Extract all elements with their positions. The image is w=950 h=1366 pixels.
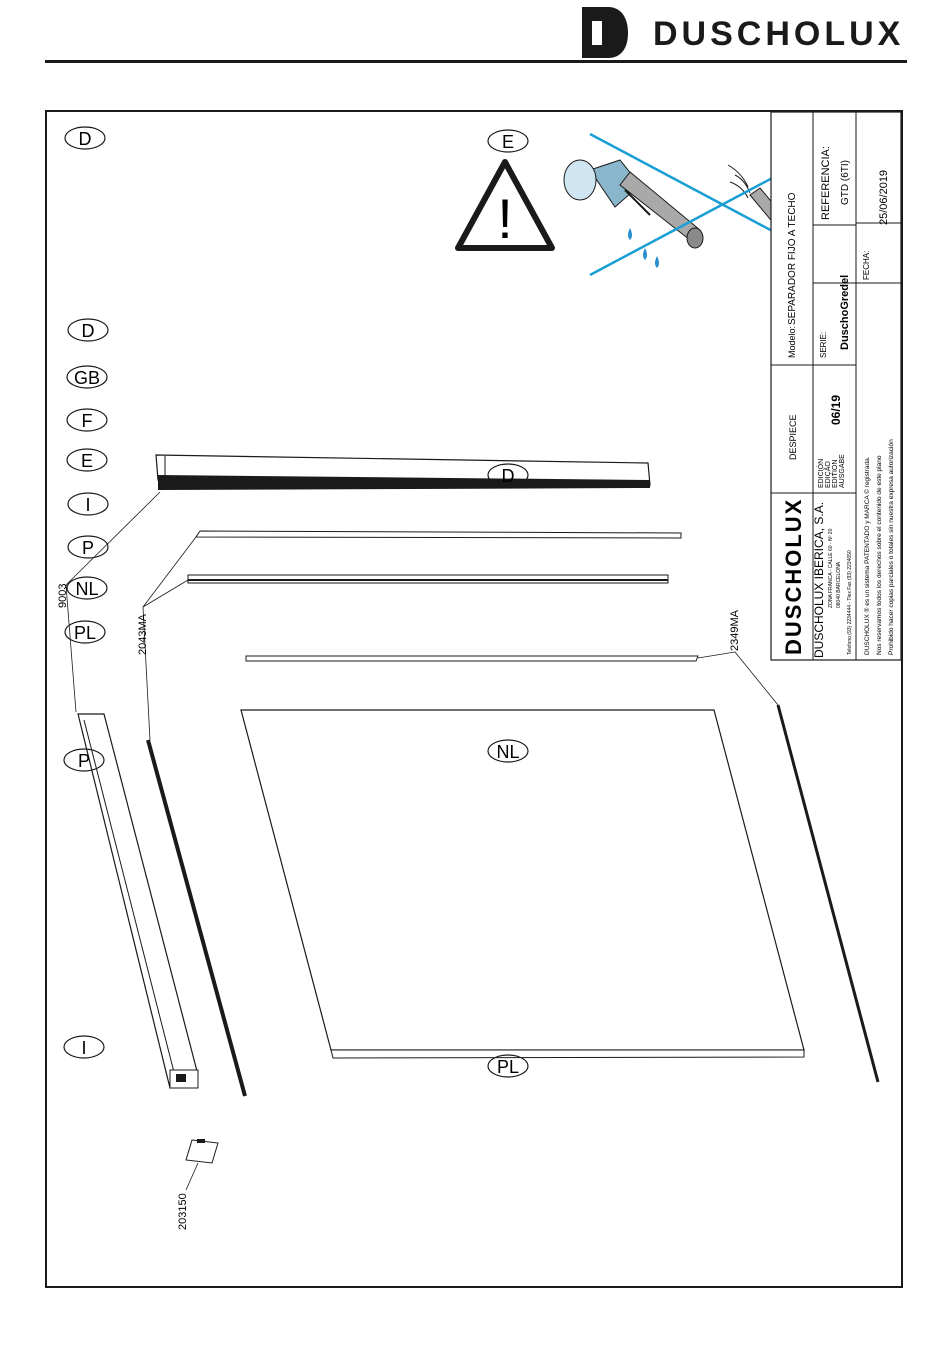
- gasket-upper: [195, 530, 682, 539]
- fecha-value: 25/06/2019: [878, 170, 890, 225]
- serie-label: SERIE:: [819, 332, 828, 358]
- part-label-2043ma: 2043MA: [137, 613, 149, 655]
- title-block-brand: DUSCHOLUX: [781, 498, 806, 655]
- svg-text:I: I: [85, 495, 90, 515]
- fecha-label: FECHA:: [862, 251, 871, 280]
- referencia-label: REFERENCIA:: [820, 146, 832, 220]
- brand-name: DUSCHOLUX: [653, 15, 904, 53]
- modelo-label: Modelo:: [787, 326, 797, 358]
- edition-label-3: EDITION: [832, 460, 839, 488]
- drawing-sheet: [45, 110, 903, 1288]
- svg-text:P: P: [82, 538, 94, 558]
- lang-code-bottom: I: [63, 1035, 105, 1059]
- vertical-gasket: [146, 739, 247, 1097]
- part-label-9003: 9003: [57, 584, 69, 608]
- svg-text:NL: NL: [75, 579, 98, 599]
- svg-text:GB: GB: [74, 368, 100, 388]
- seal-strip: [245, 655, 699, 662]
- title-block-company: DUSCHOLUX IBERICA, S.A.: [812, 502, 826, 658]
- lang-code-top: D: [64, 126, 106, 150]
- title-block-phone: Telefono (93) 2234444 - Tlex Fax (93) 22…: [847, 550, 853, 655]
- edition-label-4: AUSGABE: [839, 454, 846, 488]
- right-seal: [776, 704, 880, 1083]
- svg-text:PL: PL: [497, 1057, 519, 1077]
- notice-line-3: Prohibido hacer copias parciales o total…: [888, 439, 895, 655]
- title-block-address-1: ZONA FRANCA - CALLE 60 - Nº 20: [828, 528, 834, 608]
- notice-line-2: Nos reservamos todos los derechos sobre …: [876, 455, 883, 655]
- modelo-value: SEPARADOR FIJO A TECHO: [787, 192, 798, 325]
- header-rule: [45, 60, 907, 63]
- svg-text:E: E: [502, 132, 514, 152]
- gasket-lower: [187, 574, 669, 584]
- notice-line-1: DUSCHOLUX ® es un sistema PATENTADO y MA…: [863, 456, 871, 655]
- serie-value: DuschoGredel: [839, 275, 851, 350]
- svg-text:NL: NL: [496, 742, 519, 762]
- wall-profile: [77, 713, 199, 1089]
- leader-lines: [65, 491, 779, 1191]
- despiece-label: DESPIECE: [788, 414, 798, 460]
- svg-text:D: D: [82, 321, 95, 341]
- svg-text:!: !: [497, 187, 513, 250]
- svg-text:D: D: [502, 466, 515, 486]
- title-block: [770, 111, 902, 661]
- svg-text:PL: PL: [74, 623, 96, 643]
- brand-logo: DUSCHOLUX: [580, 5, 910, 60]
- edition-label-1: EDICIÓN: [816, 459, 825, 488]
- warning-code: E: [487, 129, 529, 153]
- lang-code-list: D GB F E I P NL PL: [64, 318, 109, 644]
- part-label-2349ma: 2349MA: [729, 609, 741, 651]
- svg-text:E: E: [81, 451, 93, 471]
- panel-code-nl: NL: [487, 739, 529, 763]
- wall-profile-code: P: [63, 748, 105, 772]
- referencia-value: GTD (6TI): [840, 160, 851, 205]
- edition-label-2: EDIÇÃO: [823, 461, 832, 488]
- glass-panel: [240, 709, 805, 1059]
- svg-text:I: I: [81, 1038, 86, 1058]
- svg-text:D: D: [79, 129, 92, 149]
- panel-code-pl: PL: [487, 1054, 529, 1078]
- profile-code-overlay: D: [487, 463, 529, 487]
- top-profile: [155, 454, 651, 490]
- svg-text:P: P: [78, 751, 90, 771]
- warning-triangle-icon: !: [455, 159, 555, 251]
- part-label-203150: 203150: [177, 1193, 189, 1230]
- svg-text:F: F: [82, 411, 93, 431]
- end-cap: [185, 1139, 219, 1164]
- edition-value: 06/19: [829, 395, 843, 425]
- title-block-address-2: 08040 BARCELONA: [836, 561, 842, 608]
